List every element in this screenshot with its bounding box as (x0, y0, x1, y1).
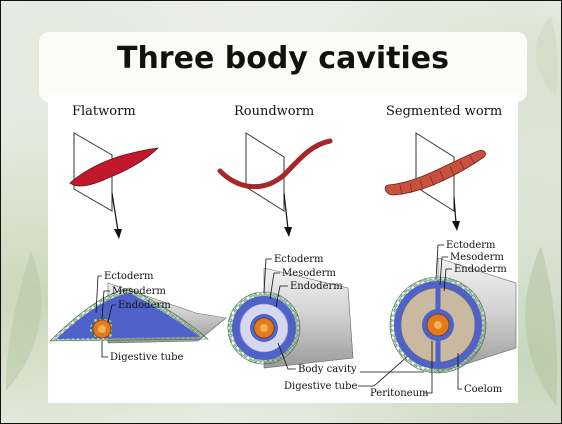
flatworm-digestive-leader (102, 341, 108, 357)
roundworm-arrowhead (284, 227, 292, 237)
flatworm-arrow (112, 193, 118, 231)
flatworm-gut-lumen (98, 325, 106, 333)
flatworm-label-ectoderm: Ectoderm (104, 271, 154, 282)
diagram-panel: Flatworm Ectoderm Meso (48, 93, 518, 403)
segmented-worm-column: Segmented worm (370, 104, 516, 399)
segmented-worm-gut-lumen (434, 321, 442, 329)
segmented-worm-heading: Segmented worm (386, 104, 502, 119)
roundworm-arrow (284, 193, 288, 229)
segmented-label-endoderm: Endoderm (454, 264, 507, 275)
segmented-label-peritoneum: Peritoneum (370, 388, 429, 399)
flatworm-column: Flatworm Ectoderm Meso (50, 104, 226, 363)
segmented-label-mesoderm: Mesoderm (450, 252, 504, 263)
body-cavities-diagram: Flatworm Ectoderm Meso (48, 93, 518, 403)
roundworm-label-mesoderm: Mesoderm (282, 268, 336, 279)
flatworm-label-mesoderm: Mesoderm (112, 286, 166, 297)
roundworm-label-body-cavity: Body cavity (298, 364, 357, 375)
slide-title: Three body cavities (39, 41, 527, 76)
roundworm-heading: Roundworm (234, 104, 314, 119)
roundworm-body (220, 141, 330, 187)
roundworm-label-ectoderm: Ectoderm (274, 254, 324, 265)
flatworm-label-endoderm: Endoderm (118, 300, 171, 311)
roundworm-gut-lumen (260, 324, 268, 332)
segmented-worm-arrowhead (452, 221, 460, 231)
roundworm-label-endoderm: Endoderm (290, 281, 343, 292)
roundworm-label-digestive-tube: Digestive tube (284, 381, 357, 392)
flatworm-arrowhead (114, 229, 122, 239)
segmented-label-ectoderm: Ectoderm (446, 240, 496, 251)
flatworm-label-digestive-tube: Digestive tube (110, 352, 183, 363)
segmented-worm-body (385, 150, 486, 195)
flatworm-heading: Flatworm (72, 104, 136, 119)
roundworm-cut-plane (246, 133, 284, 211)
leaf-decoration-top-right (521, 11, 561, 101)
segmented-label-coelom: Coelom (464, 384, 503, 395)
flatworm-body (70, 148, 158, 186)
